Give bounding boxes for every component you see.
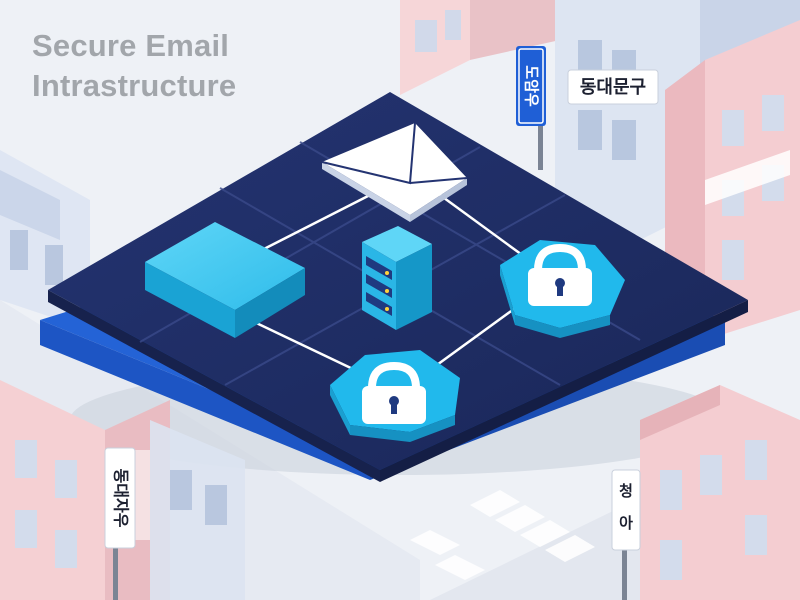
street-sign-2: 동대문구: [567, 69, 659, 105]
envelope-icon: [321, 122, 468, 222]
title-line-2: Intrastructure: [32, 68, 237, 103]
title-line-1: Secure Email: [32, 28, 230, 63]
building-top-left: [400, 0, 560, 95]
building-bottom-center-blue: [150, 420, 245, 600]
sign-3-label: 동대자우: [112, 469, 131, 528]
sign-2-label: 동대문구: [580, 77, 646, 98]
sign-4-label-top: 청: [619, 482, 633, 500]
page-title: Secure Email Intrastructure: [32, 26, 236, 106]
padlock-icon: [500, 240, 625, 338]
street-sign-1: 도암우: [516, 46, 546, 170]
server-icon: [362, 226, 432, 330]
street-sign-4: 청 아: [611, 469, 641, 600]
storage-block-icon: [145, 222, 305, 338]
street-sign-3: 동대자우: [104, 447, 136, 600]
building-bottom-right-pink: [640, 385, 800, 600]
sign-4-label-bottom: 아: [619, 514, 633, 532]
padlock-icon: [330, 350, 460, 442]
sign-1-label: 도암우: [523, 65, 541, 107]
crosswalk: [410, 490, 595, 580]
